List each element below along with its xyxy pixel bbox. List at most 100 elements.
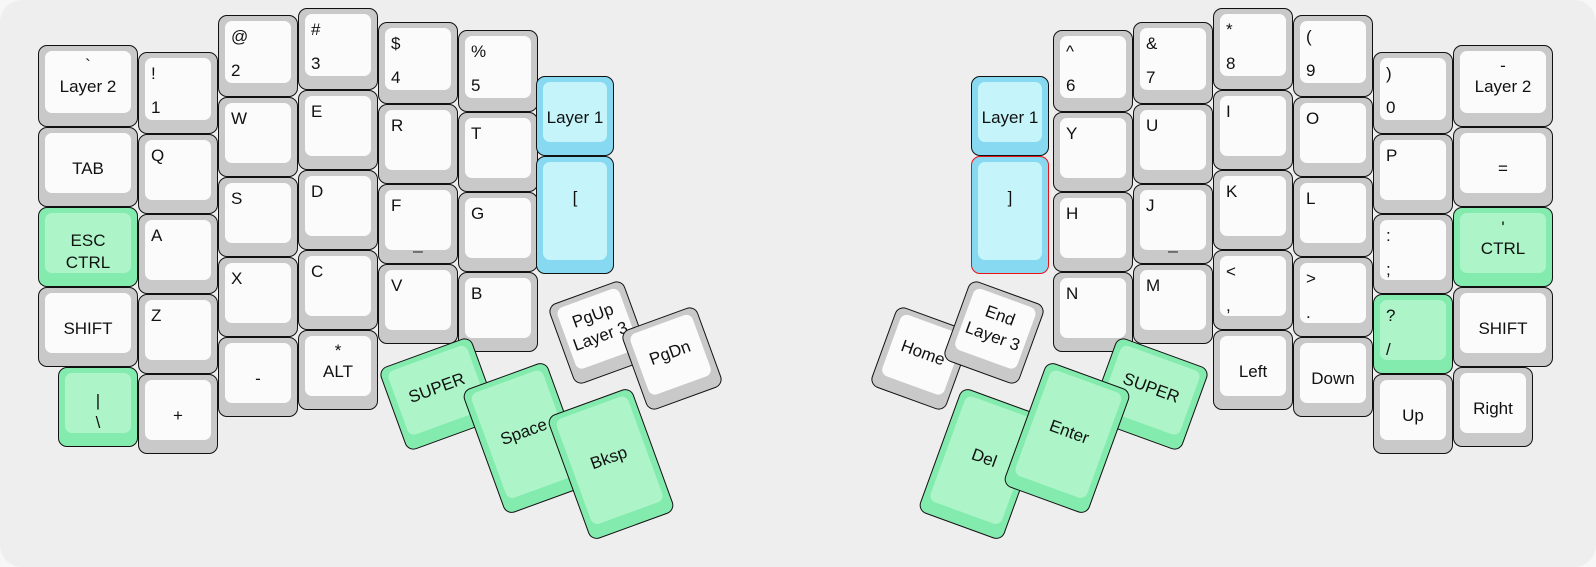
keycap-surface bbox=[45, 293, 131, 353]
key-r-r5-c11[interactable]: Right bbox=[1453, 367, 1533, 447]
keycap-surface bbox=[465, 278, 531, 338]
keycap-surface bbox=[1060, 36, 1126, 98]
key-r-r5-c9[interactable]: Down bbox=[1293, 337, 1373, 417]
keycap-surface bbox=[1380, 58, 1446, 120]
key-l-r5-c2[interactable]: + bbox=[138, 374, 218, 454]
key-l-r4-c4[interactable]: C bbox=[298, 250, 378, 330]
key-l-r4-c6[interactable]: B bbox=[458, 272, 538, 352]
key-l-r1-c5[interactable]: $4 bbox=[378, 22, 458, 104]
key-l-r2-c1[interactable]: TAB bbox=[38, 127, 138, 207]
keycap-surface bbox=[305, 176, 371, 236]
key-r-r3-c8[interactable]: K bbox=[1213, 170, 1293, 250]
key-r-r2-c8[interactable]: I bbox=[1213, 90, 1293, 170]
key-l-r3-c4[interactable]: D bbox=[298, 170, 378, 250]
key-r-r3-c6[interactable]: H bbox=[1053, 192, 1133, 272]
key-l-r2-c3[interactable]: W bbox=[218, 97, 298, 177]
keycap-surface bbox=[1380, 220, 1446, 280]
key-l-r5-c3[interactable]: - bbox=[218, 337, 298, 417]
keycap-surface bbox=[554, 394, 665, 526]
key-l-r1-c1[interactable]: `Layer 2 bbox=[38, 45, 138, 127]
key-r-r4-c10[interactable]: ?/ bbox=[1373, 294, 1453, 374]
keycap-surface bbox=[1460, 51, 1546, 113]
key-l-r4-c5[interactable]: V bbox=[378, 264, 458, 344]
keycap-surface bbox=[145, 220, 211, 280]
key-l-r5-c1[interactable]: |\ bbox=[58, 367, 138, 447]
key-r-r5-c10[interactable]: Up bbox=[1373, 374, 1453, 454]
keycap-surface bbox=[45, 133, 131, 193]
key-r-r2-c5[interactable]: Layer 1 bbox=[971, 76, 1049, 156]
key-l-r2-c6[interactable]: T bbox=[458, 112, 538, 192]
keycap-surface bbox=[543, 82, 607, 142]
key-l-t-bksp[interactable]: Bksp bbox=[546, 386, 676, 542]
keycap-surface bbox=[978, 162, 1042, 260]
key-l-r4-c3[interactable]: X bbox=[218, 257, 298, 337]
key-l-r1-c3[interactable]: @2 bbox=[218, 15, 298, 97]
key-l-r2-c4[interactable]: E bbox=[298, 90, 378, 170]
key-r-r1-c7[interactable]: &7 bbox=[1133, 22, 1213, 104]
keycap-surface bbox=[1300, 263, 1366, 323]
keycap-surface bbox=[1060, 198, 1126, 258]
key-r-r3-c11[interactable]: 'CTRL bbox=[1453, 207, 1553, 287]
key-r-r1-c11[interactable]: -Layer 2 bbox=[1453, 45, 1553, 127]
key-l-r1-c4[interactable]: #3 bbox=[298, 8, 378, 90]
key-r-r1-c8[interactable]: *8 bbox=[1213, 8, 1293, 90]
keycap-surface bbox=[225, 21, 291, 83]
key-r-r3-c10[interactable]: :; bbox=[1373, 214, 1453, 294]
key-l-r1-c6[interactable]: %5 bbox=[458, 30, 538, 112]
key-l-r5-c4[interactable]: *ALT bbox=[298, 330, 378, 410]
keycap-surface bbox=[385, 190, 451, 250]
key-r-r3-c9[interactable]: L bbox=[1293, 177, 1373, 257]
key-r-r4-c8[interactable]: <, bbox=[1213, 250, 1293, 330]
keycap-surface bbox=[225, 103, 291, 163]
key-r-r2-c11[interactable]: = bbox=[1453, 127, 1553, 207]
key-l-r2-c2[interactable]: Q bbox=[138, 134, 218, 214]
keycap-surface bbox=[45, 213, 131, 273]
keycap-surface bbox=[385, 270, 451, 330]
key-l-r3-c6[interactable]: G bbox=[458, 192, 538, 272]
key-r-r3-c7[interactable]: J_ bbox=[1133, 184, 1213, 264]
key-r-r1-c6[interactable]: ^6 bbox=[1053, 30, 1133, 112]
key-l-r3-c5[interactable]: F_ bbox=[378, 184, 458, 264]
key-l-r1-c2[interactable]: !1 bbox=[138, 52, 218, 134]
keycap-surface bbox=[1300, 343, 1366, 403]
key-l-r3-c3[interactable]: S bbox=[218, 177, 298, 257]
keycap-surface bbox=[1060, 118, 1126, 178]
key-r-r1-c10[interactable]: )0 bbox=[1373, 52, 1453, 134]
keycap-surface bbox=[628, 312, 713, 397]
keycap-surface bbox=[305, 336, 371, 396]
key-r-r2-c7[interactable]: U bbox=[1133, 104, 1213, 184]
key-r-r2-c10[interactable]: P bbox=[1373, 134, 1453, 214]
key-l-r2-c7[interactable]: Layer 1 bbox=[536, 76, 614, 156]
keycap-surface bbox=[1300, 21, 1366, 83]
key-r-r2-c9[interactable]: O bbox=[1293, 97, 1373, 177]
keycap-surface bbox=[65, 373, 131, 433]
keycap-surface bbox=[1460, 373, 1526, 433]
keycap-surface bbox=[1380, 300, 1446, 360]
key-r-t-enter[interactable]: Enter bbox=[1002, 360, 1132, 516]
key-l-r2-c5[interactable]: R bbox=[378, 104, 458, 184]
keycap-surface bbox=[225, 343, 291, 403]
key-r-r5-c8[interactable]: Left bbox=[1213, 330, 1293, 410]
key-l-r3-c7[interactable]: [ bbox=[536, 156, 614, 274]
keycap-surface bbox=[1300, 103, 1366, 163]
keycap-surface bbox=[1013, 368, 1124, 500]
key-r-r3-c5[interactable]: ] bbox=[971, 156, 1049, 274]
keycap-surface bbox=[465, 36, 531, 98]
keycap-surface bbox=[1140, 270, 1206, 330]
keycap-surface bbox=[225, 263, 291, 323]
key-l-r4-c2[interactable]: Z bbox=[138, 294, 218, 374]
keycap-surface bbox=[1140, 28, 1206, 90]
keycap-surface bbox=[1220, 336, 1286, 396]
key-l-r3-c2[interactable]: A bbox=[138, 214, 218, 294]
keycap-surface bbox=[305, 14, 371, 76]
key-r-r2-c6[interactable]: Y bbox=[1053, 112, 1133, 192]
key-r-r4-c7[interactable]: M bbox=[1133, 264, 1213, 344]
key-r-r4-c11[interactable]: SHIFT bbox=[1453, 287, 1553, 367]
keycap-surface bbox=[1460, 293, 1546, 353]
keycap-surface bbox=[145, 380, 211, 440]
keycap-surface bbox=[1060, 278, 1126, 338]
key-r-r1-c9[interactable]: (9 bbox=[1293, 15, 1373, 97]
key-l-r4-c1[interactable]: SHIFT bbox=[38, 287, 138, 367]
key-r-r4-c9[interactable]: >. bbox=[1293, 257, 1373, 337]
